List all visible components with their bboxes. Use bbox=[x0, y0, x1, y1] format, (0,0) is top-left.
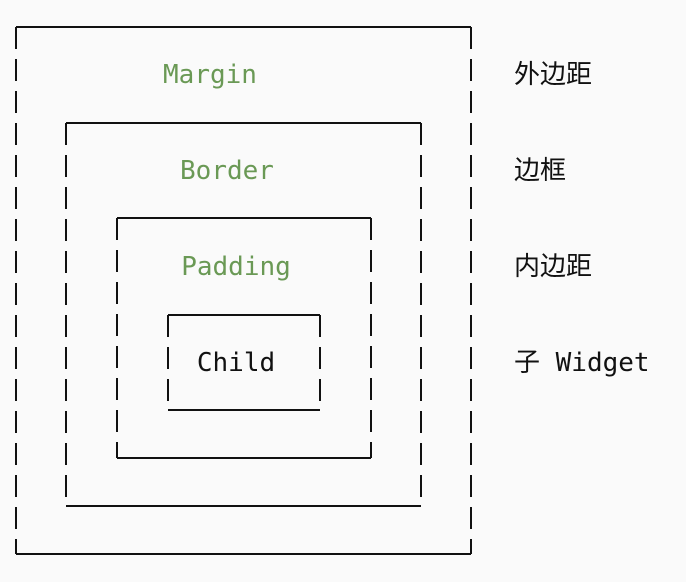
margin-side-label: 外边距 bbox=[514, 60, 592, 90]
padding-label: Padding bbox=[181, 252, 291, 282]
margin-label: Margin bbox=[163, 60, 257, 90]
child-label: Child bbox=[197, 348, 275, 378]
border-side-label: 边框 bbox=[514, 156, 566, 186]
child-side-label: 子 Widget bbox=[514, 348, 650, 378]
padding-box bbox=[116, 217, 372, 459]
padding-side-label: 内边距 bbox=[514, 252, 592, 282]
margin-box bbox=[15, 26, 472, 555]
child-box bbox=[167, 314, 321, 411]
border-box bbox=[65, 122, 422, 507]
border-label: Border bbox=[180, 156, 274, 186]
